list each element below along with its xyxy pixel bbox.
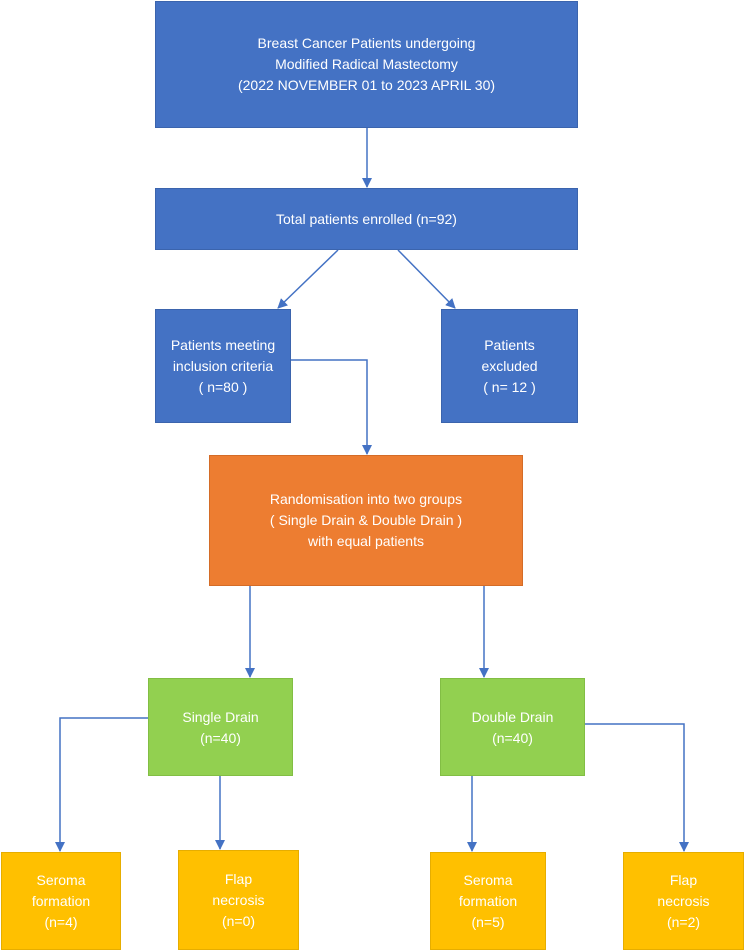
single-seroma-box: Seroma formation (n=4)	[1, 852, 121, 950]
excluded-line-1: Patients	[484, 336, 535, 353]
included-line-1: Patients meeting	[170, 336, 276, 353]
double-flap-line-2: necrosis	[657, 892, 710, 909]
double-seroma-line-2: formation	[458, 892, 518, 909]
single-seroma-line-3: (n=4)	[44, 913, 78, 930]
enrolled-box: Total patients enrolled (n=92)	[155, 188, 578, 250]
double-flap-box: Flap necrosis (n=2)	[623, 852, 744, 950]
population-line-1: Breast Cancer Patients undergoing	[257, 35, 476, 51]
single-drain-box: Single Drain (n=40)	[148, 678, 293, 776]
single-drain-line-1: Single Drain	[182, 709, 259, 725]
single-seroma-line-2: formation	[31, 892, 91, 909]
double-seroma-box: Seroma formation (n=5)	[430, 852, 546, 950]
single-flap-line-1: Flap	[224, 870, 253, 887]
arrow-double-drain-to-flap	[584, 723, 689, 852]
single-flap-box: Flap necrosis (n=0)	[178, 850, 299, 950]
randomisation-box: Randomisation into two groups ( Single D…	[209, 455, 523, 586]
arrow-enrolled-to-included	[277, 249, 339, 309]
randomisation-line-2: ( Single Drain & Double Drain )	[269, 512, 463, 528]
population-line-3: (2022 NOVEMBER 01 to 2023 APRIL 30)	[237, 77, 496, 93]
population-box: Breast Cancer Patients undergoing Modifi…	[155, 1, 578, 128]
population-line-2: Modified Radical Mastectomy	[275, 56, 458, 72]
randomisation-line-1: Randomisation into two groups	[269, 491, 463, 507]
excluded-line-3: ( n= 12 )	[483, 378, 536, 395]
single-drain-line-2: (n=40)	[200, 730, 241, 746]
single-flap-line-2: necrosis	[212, 891, 265, 908]
double-drain-line-1: Double Drain	[471, 709, 554, 725]
included-line-2: inclusion criteria	[172, 357, 274, 374]
included-box: Patients meeting inclusion criteria ( n=…	[155, 309, 291, 423]
double-flap-line-3: (n=2)	[666, 913, 701, 930]
included-line-3: ( n=80 )	[198, 378, 248, 395]
arrow-enrolled-to-excluded	[397, 249, 456, 309]
double-drain-box: Double Drain (n=40)	[440, 678, 585, 776]
double-drain-line-2: (n=40)	[492, 730, 533, 746]
double-flap-line-1: Flap	[669, 871, 698, 888]
single-seroma-line-1: Seroma	[36, 871, 86, 888]
double-seroma-line-3: (n=5)	[471, 913, 505, 930]
randomisation-line-3: with equal patients	[308, 533, 424, 549]
single-flap-line-3: (n=0)	[221, 912, 256, 929]
enrolled-line-1: Total patients enrolled (n=92)	[276, 210, 457, 227]
arrow-included-to-randomisation	[291, 359, 372, 455]
excluded-box: Patients excluded ( n= 12 )	[441, 309, 578, 423]
double-seroma-line-1: Seroma	[463, 871, 513, 888]
excluded-line-2: excluded	[481, 357, 538, 374]
arrow-single-drain-to-seroma	[55, 717, 148, 852]
